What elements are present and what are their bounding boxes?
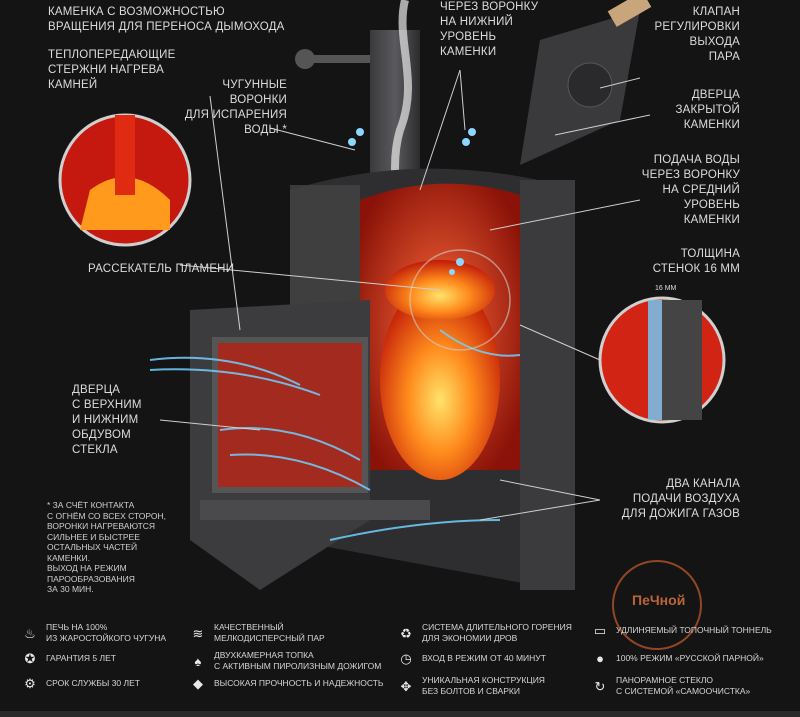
wall-section: [662, 300, 702, 420]
handle-knob: [295, 49, 315, 69]
steam-icon: ≋: [192, 625, 204, 641]
feature-item: ◆ ВЫСОКАЯ ПРОЧНОСТЬ И НАДЕЖНОСТЬ: [190, 675, 384, 691]
construction-icon: ✥: [400, 678, 412, 694]
glass-door-frame: [212, 337, 368, 493]
rotation-handle: [300, 55, 370, 63]
feature-text: УДЛИНЯЕМЫЙ ТОПОЧНЫЙ ТОННЕЛЬ: [616, 624, 772, 635]
bottom-bar: [0, 711, 800, 717]
valve: [567, 62, 613, 108]
label-air-channels: ДВА КАНАЛА ПОДАЧИ ВОЗДУХА ДЛЯ ДОЖИГА ГАЗ…: [621, 478, 740, 520]
feature-item: ↻ ПАНОРАМНОЕ СТЕКЛО С СИСТЕМОЙ «САМООЧИСТ…: [592, 675, 751, 697]
feature-item: ♻ СИСТЕМА ДЛИТЕЛЬНОГО ГОРЕНИЯ ДЛЯ ЭКОНОМИ…: [398, 622, 572, 644]
feature-item: ✪ ГАРАНТИЯ 5 ЛЕТ: [22, 650, 116, 666]
feature-item: ● 100% РЕЖИМ «РУССКОЙ ПАРНОЙ»: [592, 650, 764, 666]
panorama-180-icon: ↻: [594, 678, 606, 694]
flame: [380, 280, 500, 480]
air-gap: [648, 300, 662, 420]
label-funnels: ЧУГУННЫЕ ВОРОНКИ ДЛЯ ИСПАРЕНИЯ ВОДЫ *: [184, 79, 287, 136]
label-rotating-stones: КАМЕНКА С ВОЗМОЖНОСТЬЮ ВРАЩЕНИЯ ДЛЯ ПЕРЕ…: [48, 6, 285, 33]
diamond-icon: ◆: [193, 675, 203, 691]
flame-divider-callout: [409, 249, 511, 351]
feature-text: ПАНОРАМНОЕ СТЕКЛО С СИСТЕМОЙ «САМООЧИСТК…: [616, 675, 751, 696]
feature-item: ≋ КАЧЕСТВЕННЫЙ МЕЛКОДИСПЕРСНЫЙ ПАР: [190, 622, 325, 644]
callout-flame: [80, 177, 170, 230]
label-water-lower: ЧЕРЕЗ ВОРОНКУ НА НИЖНИЙ УРОВЕНЬ КАМЕНКИ: [440, 1, 539, 58]
stove-illustration: [58, 0, 726, 590]
timer-icon: ◷: [400, 650, 412, 666]
label-flame-divider: РАССЕКАТЕЛЬ ПЛАМЕНИ: [88, 263, 235, 275]
feature-text: ДВУХКАМЕРНАЯ ТОПКА С АКТИВНЫМ ПИРОЛИЗНЫМ…: [214, 650, 382, 671]
watermark-circle: [612, 560, 702, 650]
watermark-logo: ПеЧной: [632, 592, 686, 608]
leader-lines: [159, 69, 651, 521]
ash-pan: [200, 500, 430, 520]
label-glass-door: ДВЕРЦА С ВЕРХНИМ И НИЖНИМ ОБДУВОМ СТЕКЛА: [72, 384, 142, 456]
feature-text: ВХОД В РЕЖИМ ОТ 40 МИНУТ: [422, 652, 546, 663]
label-heat-rods: ТЕПЛОПЕРЕДАЮЩИЕ СТЕРЖНИ НАГРЕВА КАМНЕЙ: [48, 49, 176, 91]
label-closed-door: ДВЕРЦА ЗАКРЫТОЙ КАМЕНКИ: [675, 89, 740, 131]
feature-item: ♠ ДВУХКАМЕРНАЯ ТОПКА С АКТИВНЫМ ПИРОЛИЗНЫ…: [190, 650, 382, 672]
water-drops: [348, 128, 476, 275]
feature-item: ⚙ СРОК СЛУЖБЫ 30 ЛЕТ: [22, 675, 140, 691]
glass-door: [215, 340, 365, 490]
label-steam-valve: КЛАПАН РЕГУЛИРОВКИ ВЫХОДА ПАРА: [654, 6, 740, 63]
tunnel-icon: ▭: [593, 622, 607, 638]
valve-handle: [607, 0, 652, 27]
feature-text: ПЕЧЬ НА 100% ИЗ ЖАРОСТОЙКОГО ЧУГУНА: [46, 622, 167, 643]
mesh-side: [520, 180, 575, 590]
long-burn-icon: ♻: [400, 625, 412, 641]
warranty-icon: ✪: [24, 650, 36, 666]
label-wall-thickness: ТОЛЩИНА СТЕНОК 16 ММ: [652, 248, 740, 275]
label-wall-mm: 16 ММ: [655, 285, 677, 292]
feature-item: ▭ УДЛИНЯЕМЫЙ ТОПОЧНЫЙ ТОННЕЛЬ: [592, 622, 772, 638]
feature-text: СИСТЕМА ДЛИТЕЛЬНОГО ГОРЕНИЯ ДЛЯ ЭКОНОМИИ…: [422, 622, 572, 643]
feature-text: ГАРАНТИЯ 5 ЛЕТ: [46, 652, 116, 663]
heat-rod: [115, 115, 135, 195]
feature-text: 100% РЕЖИМ «РУССКОЙ ПАРНОЙ»: [616, 652, 764, 663]
feature-text: СРОК СЛУЖБЫ 30 ЛЕТ: [46, 677, 140, 688]
footnote: * ЗА СЧЁТ КОНТАКТА С ОГНЁМ СО ВСЕХ СТОРО…: [47, 500, 166, 594]
feature-item: ◷ ВХОД В РЕЖИМ ОТ 40 МИНУТ: [398, 650, 546, 666]
double-chamber-icon: ♠: [194, 653, 202, 669]
feature-text: УНИКАЛЬНАЯ КОНСТРУКЦИЯ БЕЗ БОЛТОВ И СВАР…: [422, 675, 545, 696]
label-water-middle: ПОДАЧА ВОДЫ ЧЕРЕЗ ВОРОНКУ НА СРЕДНИЙ УРО…: [641, 154, 740, 226]
service-life-icon: ⚙: [24, 675, 36, 691]
feature-item: ✥ УНИКАЛЬНАЯ КОНСТРУКЦИЯ БЕЗ БОЛТОВ И СВА…: [398, 675, 545, 697]
feature-text: ВЫСОКАЯ ПРОЧНОСТЬ И НАДЕЖНОСТЬ: [214, 677, 384, 688]
feature-text: КАЧЕСТВЕННЫЙ МЕЛКОДИСПЕРСНЫЙ ПАР: [214, 622, 325, 643]
feature-item: ♨ ПЕЧЬ НА 100% ИЗ ЖАРОСТОЙКОГО ЧУГУНА: [22, 622, 166, 644]
cast-iron-icon: ♨: [24, 625, 36, 641]
stones-icon: ●: [596, 650, 604, 666]
